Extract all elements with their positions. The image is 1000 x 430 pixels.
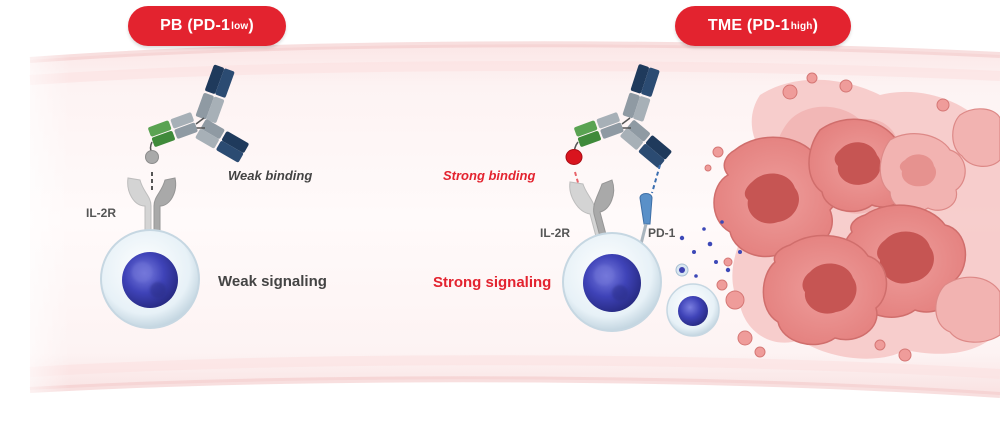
tumor-cell xyxy=(762,234,888,346)
tumor-debris xyxy=(704,72,950,362)
tumor-cell xyxy=(879,133,966,213)
tumor-mass xyxy=(704,72,1000,362)
binding-dash-strong xyxy=(574,171,582,194)
il2r-receptor-right xyxy=(569,179,615,245)
binding-dash-pd1 xyxy=(651,164,661,194)
cytokine-il2-weak xyxy=(145,150,159,164)
tumor-cell xyxy=(935,276,1000,343)
pd1-receptor xyxy=(637,193,653,253)
strong-binding-label: Strong binding xyxy=(443,168,536,183)
header-tme-close: ) xyxy=(812,17,819,34)
header-tme-main: TME (PD-1 xyxy=(707,17,790,34)
small-vesicle xyxy=(675,263,689,277)
t-cell-right xyxy=(562,232,662,332)
weak-signaling-label: Weak signaling xyxy=(218,273,327,290)
secreted-particles xyxy=(679,220,742,278)
t-cell-small xyxy=(666,283,720,337)
pd1-label: PD-1 xyxy=(648,226,676,240)
header-pb-sup: low xyxy=(231,20,249,32)
antibody-right xyxy=(573,64,672,168)
il2r-label-left: IL-2R xyxy=(86,206,116,220)
header-tme-sup: high xyxy=(790,20,813,32)
strong-signaling-label: Strong signaling xyxy=(433,274,552,291)
tumor-cell xyxy=(952,108,1000,167)
t-cell-left xyxy=(100,229,200,329)
weak-binding-label: Weak binding xyxy=(228,168,313,183)
cytokine-il2-strong xyxy=(565,149,583,165)
header-pb-main: PB (PD-1 xyxy=(160,17,231,34)
header-pb-close: ) xyxy=(248,17,254,34)
antibody-left xyxy=(148,64,249,163)
il2r-label-right: IL-2R xyxy=(540,226,570,240)
